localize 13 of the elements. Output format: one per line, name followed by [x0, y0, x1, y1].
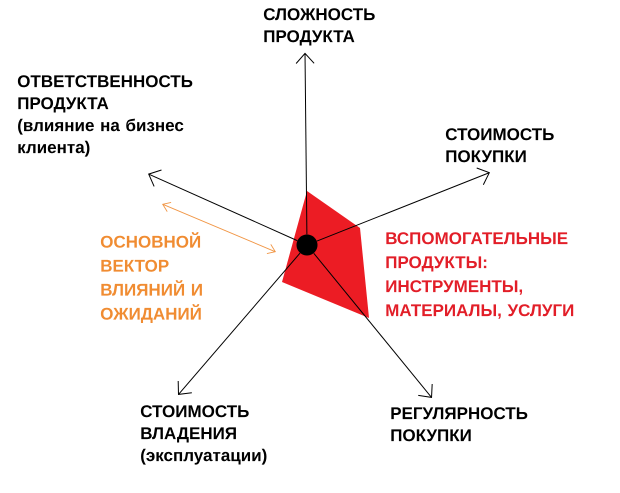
axis-label: СТОИМОСТЬ ВЛАДЕНИЯ (эксплуатации): [140, 405, 266, 465]
arrow: [313, 252, 433, 398]
center-dot: [296, 234, 318, 256]
products-label: ВСПОМОГАТЕЛЬНЫЕ ПРОДУКТЫ: ИНСТРУМЕНТЫ, МАТЕРИАЛЫ, УСЛУГИ: [386, 232, 574, 319]
arrow: [316, 168, 490, 242]
axis-label: СЛОЖНОСТЬ ПРОДУКТА: [264, 8, 375, 46]
axis-label: ОТВЕТСТВЕННОСТЬ ПРОДУКТА (влияние на бизнес клиента): [18, 75, 192, 157]
axis-label: РЕГУЛЯРНОСТЬ ПОКУПКИ: [391, 407, 528, 442]
vector-label: ОСНОВНОЙ ВЕКТОР ВЛИЯНИЙ И ОЖИДАНИЙ: [100, 232, 202, 323]
arrow: [296, 52, 315, 235]
axis-label: СТОИМОСТЬ ПОКУПКИ: [446, 128, 554, 162]
arrow: [178, 252, 301, 395]
arrow: [148, 169, 298, 242]
